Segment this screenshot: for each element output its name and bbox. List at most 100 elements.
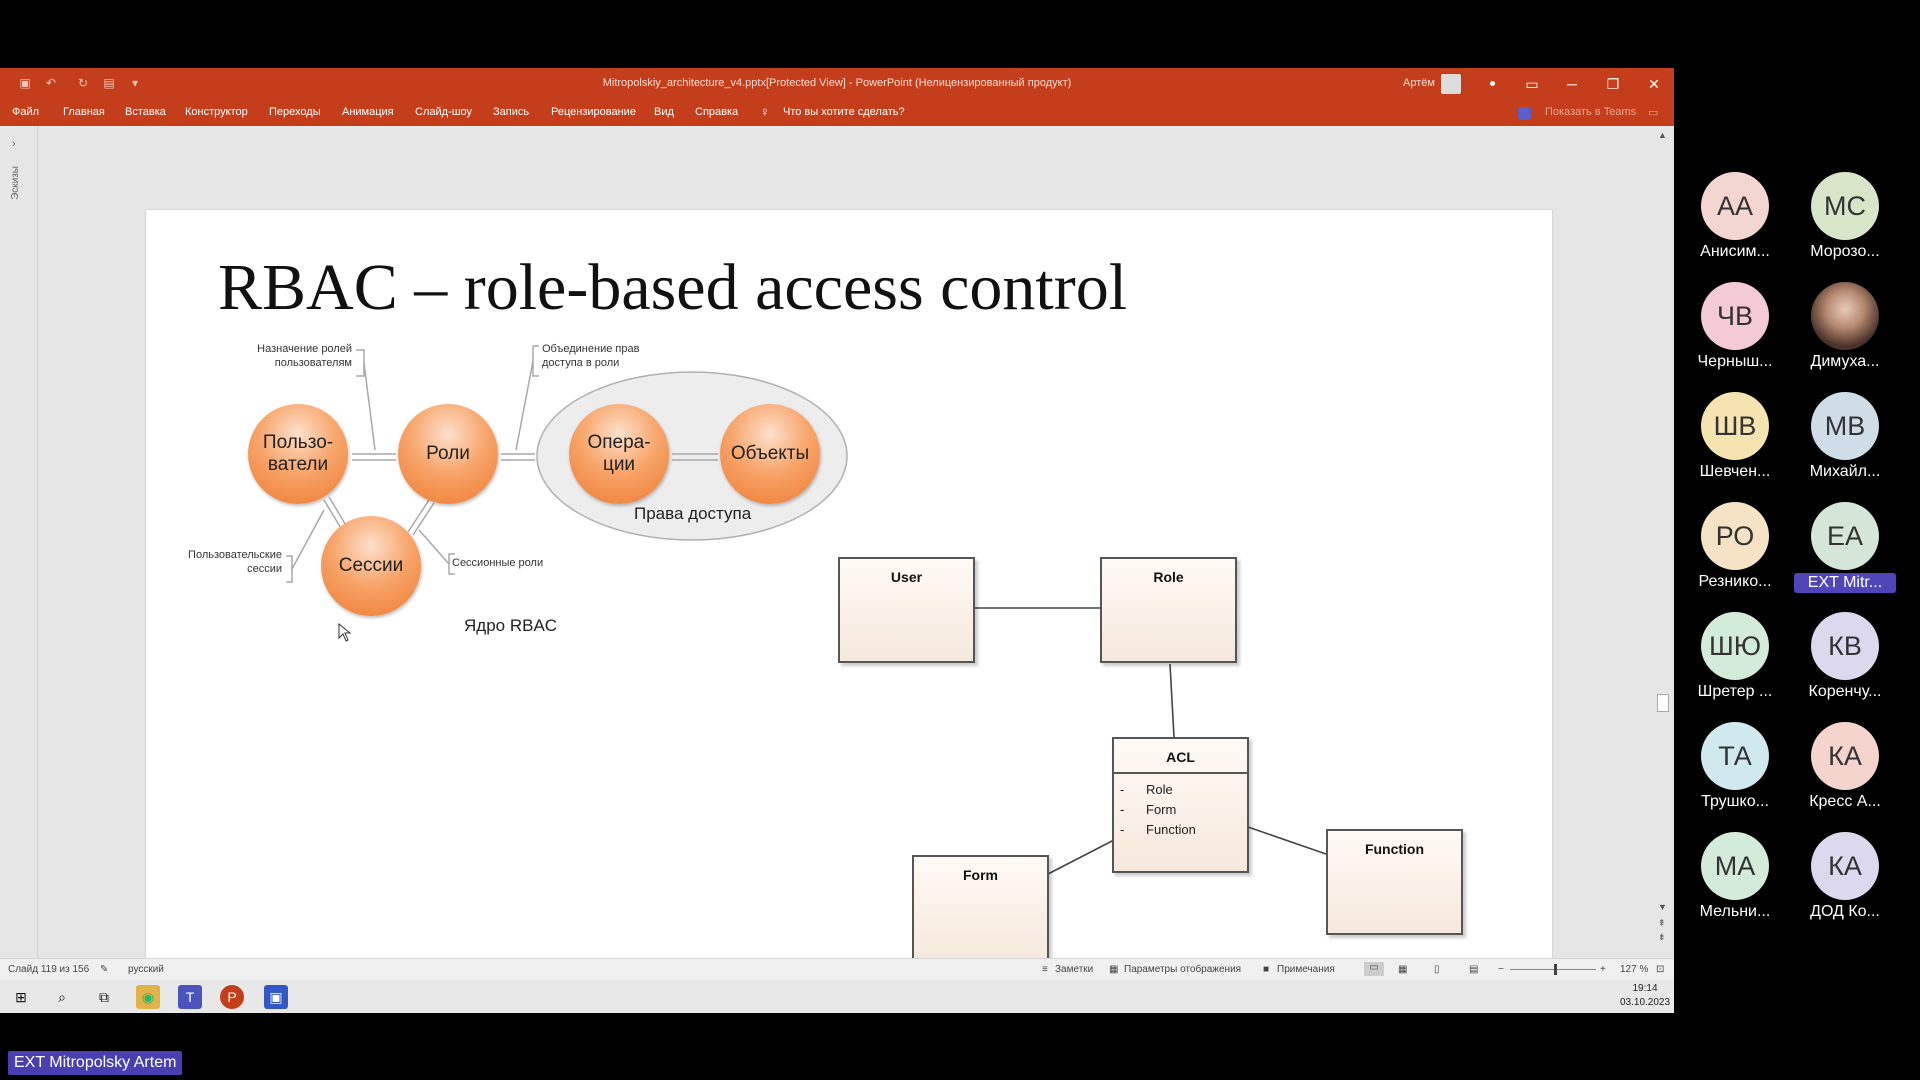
comments-status-icon[interactable]: ■ (1263, 964, 1270, 975)
zoom-level[interactable]: 127 % (1620, 964, 1649, 975)
tab-design[interactable]: Конструктор (185, 106, 248, 118)
notes-button[interactable]: Заметки (1055, 964, 1094, 975)
participant-tile[interactable]: МВ Михайл... (1790, 392, 1900, 502)
restore-icon[interactable]: ❐ (1606, 76, 1620, 92)
windows-start-icon[interactable]: ⊞ (15, 989, 27, 1005)
tab-slideshow[interactable]: Слайд-шоу (415, 106, 473, 118)
teams-icon[interactable] (1518, 107, 1531, 120)
tab-record[interactable]: Запись (493, 106, 530, 118)
slide-sorter-icon[interactable]: ▦ (1398, 964, 1408, 975)
participant-name: Димуха... (1810, 353, 1880, 370)
avatar: МВ (1811, 392, 1879, 460)
undo-icon[interactable]: ↶ (45, 76, 57, 90)
vertical-scrollbar[interactable]: ▲ ▼ ⇞ ⇟ (1654, 126, 1672, 958)
search-icon[interactable]: ⌕ (58, 989, 66, 1005)
roles-circle: Роли (398, 404, 498, 504)
zoom-slider[interactable] (1510, 969, 1596, 970)
avatar[interactable] (1441, 74, 1461, 94)
normal-view-icon[interactable]: ▭ (1364, 962, 1384, 976)
tell-me-search[interactable]: Что вы хотите сделать? (783, 106, 905, 118)
save-icon[interactable]: ▣ (19, 76, 31, 90)
participant-tile[interactable]: АА Анисим... (1680, 172, 1790, 282)
scroll-up-icon[interactable]: ▲ (1658, 130, 1667, 140)
participant-tile[interactable]: РО Резнико... (1680, 502, 1790, 612)
close-icon[interactable]: ✕ (1648, 76, 1660, 92)
fit-slide-icon[interactable]: ⊡ (1656, 964, 1665, 975)
teams-taskbar-icon[interactable]: T (178, 985, 202, 1009)
uml-function-box: Function (1326, 829, 1463, 935)
clock-date: 03.10.2023 (1620, 997, 1671, 1008)
avatar: ЧВ (1701, 282, 1769, 350)
minimize-icon[interactable]: ─ (1567, 76, 1577, 92)
display-settings-button[interactable]: Параметры отображения (1124, 964, 1242, 975)
participant-name: Черныш... (1697, 353, 1773, 370)
tab-help[interactable]: Справка (695, 106, 739, 118)
sessions-circle: Сессии (321, 516, 421, 616)
participant-tile[interactable]: Димуха... (1790, 282, 1900, 392)
avatar: КВ (1811, 612, 1879, 680)
save-taskbar-icon[interactable]: ▣ (264, 985, 288, 1009)
tab-review[interactable]: Рецензирование (551, 106, 636, 118)
tab-home[interactable]: Главная (63, 106, 105, 118)
objects-label: Объекты (730, 443, 810, 464)
language-indicator[interactable]: русский (128, 964, 164, 975)
objects-circle: Объекты (720, 404, 820, 504)
slide-canvas[interactable]: RBAC – role-based access control (146, 210, 1552, 1000)
reading-view-icon[interactable]: ▯ (1434, 964, 1440, 975)
powerpoint-taskbar-icon[interactable]: P (220, 985, 244, 1009)
zoom-slider-thumb[interactable] (1554, 964, 1557, 975)
participant-tile[interactable]: ЧВ Черныш... (1680, 282, 1790, 392)
redo-icon[interactable]: ↻ (77, 76, 89, 90)
notes-icon[interactable]: ≡ (1042, 964, 1048, 975)
acl-item: -Role (1120, 780, 1247, 800)
comments-icon[interactable]: ▭ (1648, 107, 1659, 119)
scroll-thumb[interactable] (1657, 694, 1669, 712)
clock[interactable]: 19:14 03.10.2023 (1620, 983, 1670, 1008)
thumbnail-pane[interactable]: › Эскизы (0, 126, 38, 958)
task-view-icon[interactable]: ⧉ (99, 989, 109, 1005)
spellcheck-icon[interactable]: ✎ (100, 964, 109, 975)
share-teams-button[interactable]: Показать в Teams (1545, 106, 1637, 118)
participants-panel: АА Анисим... МС Морозо... ЧВ Черныш... Д… (1674, 0, 1920, 1080)
avatar: РО (1701, 502, 1769, 570)
explorer-icon[interactable]: ◉ (136, 985, 160, 1009)
avatar: ЕА (1811, 502, 1879, 570)
acl-item: -Form (1120, 800, 1247, 820)
tab-insert[interactable]: Вставка (125, 106, 166, 118)
zoom-out-icon[interactable]: − (1498, 964, 1504, 975)
customize-toolbar-icon[interactable]: ▾ (131, 76, 139, 90)
tab-animations[interactable]: Анимация (342, 106, 394, 118)
participant-tile[interactable]: КА ДОД Ко... (1790, 832, 1900, 942)
participant-tile[interactable]: ШЮ Шретер ... (1680, 612, 1790, 722)
ribbon-tabs: Файл Главная Вставка Конструктор Переход… (0, 100, 1674, 126)
tab-file[interactable]: Файл (12, 106, 40, 118)
participant-tile[interactable]: ШВ Шевчен... (1680, 392, 1790, 502)
expand-icon[interactable]: › (12, 138, 16, 150)
title-bar: ▣ ↶ ↻ ▤ ▾ Mitropolskiy_architecture_v4.p… (0, 68, 1674, 100)
participant-tile[interactable]: ТА Трушко... (1680, 722, 1790, 832)
slideshow-view-icon[interactable]: ▤ (1469, 964, 1479, 975)
previous-slide-icon[interactable]: ⇞ (1658, 918, 1666, 928)
start-slideshow-icon[interactable]: ▤ (103, 76, 115, 90)
account-name[interactable]: Артём (1403, 77, 1435, 89)
comments-button[interactable]: Примечания (1277, 964, 1335, 975)
presenter-name-badge: EXT Mitropolsky Artem (8, 1051, 183, 1075)
participant-tile[interactable]: МС Морозо... (1790, 172, 1900, 282)
clock-time: 19:14 (1632, 983, 1658, 994)
participant-name: Шевчен... (1699, 463, 1771, 480)
participant-tile[interactable]: КА Кресс А... (1790, 722, 1900, 832)
zoom-in-icon[interactable]: + (1600, 964, 1606, 975)
tab-view[interactable]: Вид (654, 106, 674, 118)
annotation-assign-roles: Назначение ролей пользователям (257, 343, 352, 369)
avatar: ШЮ (1701, 612, 1769, 680)
ribbon-display-icon[interactable]: ▭ (1525, 76, 1539, 92)
participant-tile[interactable]: КВ Коренчу... (1790, 612, 1900, 722)
scroll-down-icon[interactable]: ▼ (1658, 902, 1667, 912)
rbac-core-label: Ядро RBAC (464, 616, 558, 635)
display-settings-icon[interactable]: ▦ (1109, 964, 1119, 975)
participant-tile[interactable]: ЕА EXT Mitr... (1790, 502, 1900, 612)
participant-tile[interactable]: МА Мельни... (1680, 832, 1790, 942)
next-slide-icon[interactable]: ⇟ (1658, 932, 1666, 942)
acl-item-bullet: - (1120, 782, 1125, 797)
tab-transitions[interactable]: Переходы (269, 106, 321, 118)
